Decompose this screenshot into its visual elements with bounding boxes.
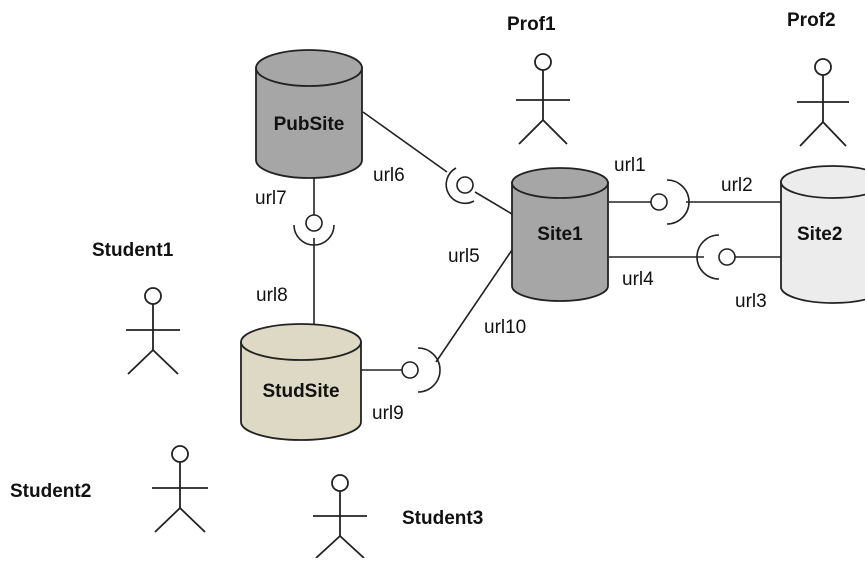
studsite-database: StudSite	[240, 323, 362, 441]
site1-database: Site1	[511, 167, 609, 302]
student2-label: Student2	[10, 481, 91, 502]
prof2-actor-icon	[797, 58, 849, 147]
url6-interface-icon	[445, 167, 475, 205]
pubsite-body	[255, 67, 363, 179]
student1-label: Student1	[92, 240, 174, 261]
url8-label: url8	[256, 285, 288, 306]
student3-label: Student3	[402, 508, 483, 529]
site2-database: Site2	[780, 165, 865, 304]
url3-interface-icon	[696, 234, 736, 280]
site2-label: Site2	[797, 224, 842, 245]
prof1-label: Prof1	[507, 14, 556, 35]
studsite-top	[240, 323, 362, 361]
url6-label: url6	[373, 165, 405, 186]
pubsite-url6-link	[362, 111, 448, 173]
url9-label: url9	[372, 403, 404, 424]
site2-body	[780, 181, 865, 304]
url9-interface-icon	[401, 347, 441, 393]
pubsite-top	[255, 49, 363, 87]
prof2-label: Prof2	[787, 10, 836, 31]
pubsite-database: PubSite	[255, 49, 363, 179]
url10-label: url10	[484, 317, 526, 338]
site2-top	[780, 165, 865, 199]
url7-label: url7	[255, 188, 287, 209]
url10-site1-link	[435, 249, 513, 363]
site1-top	[511, 167, 609, 199]
url4-label: url4	[622, 269, 654, 290]
site1-body	[511, 182, 609, 302]
student1-actor-icon	[126, 287, 180, 375]
url2-label: url2	[721, 175, 753, 196]
url3-label: url3	[735, 291, 767, 312]
site1-label: Site1	[537, 224, 583, 245]
url7-interface-icon	[293, 214, 335, 246]
student3-actor-icon	[313, 474, 367, 559]
studsite-body	[240, 341, 362, 441]
pubsite-label: PubSite	[274, 114, 345, 135]
url1-interface-icon	[650, 179, 690, 225]
url5-site1-link	[474, 191, 513, 215]
prof1-actor-icon	[516, 53, 570, 145]
url1-label: url1	[614, 155, 646, 176]
studsite-label: StudSite	[262, 381, 339, 402]
url5-label: url5	[448, 246, 480, 267]
student2-actor-icon	[152, 445, 208, 533]
